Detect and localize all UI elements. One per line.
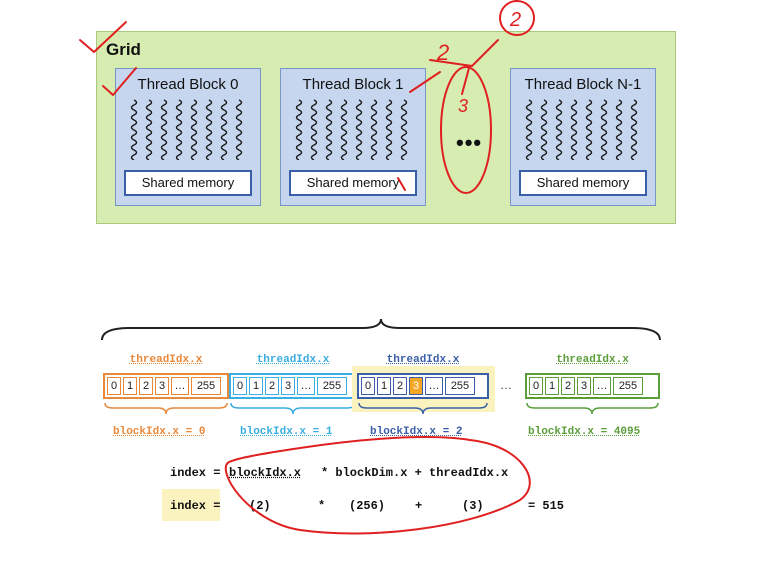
thread-line: [340, 99, 348, 160]
formula-index-label: index =: [170, 466, 221, 480]
thread-line: [540, 99, 548, 160]
op-multiply: *: [318, 499, 326, 513]
thread-cell: 255: [613, 377, 643, 395]
handwritten-circled-2: 2: [509, 9, 521, 31]
thread-line: [615, 99, 623, 160]
shared-memory-0: Shared memory: [124, 170, 252, 196]
thread-line: [235, 99, 243, 160]
value-block-idx: (2): [249, 499, 271, 513]
thread-cell: 255: [191, 377, 221, 395]
more-blocks-ellipsis: •••: [456, 130, 483, 155]
grid-title: Grid: [106, 40, 141, 59]
thread-line: [600, 99, 608, 160]
thread-cell: 2: [393, 377, 407, 395]
thread-cell: 0: [107, 377, 121, 395]
thread-cell: 255: [317, 377, 347, 395]
thread-line: [570, 99, 578, 160]
thread-cell: …: [593, 377, 611, 395]
thread-cell: 3: [409, 377, 423, 395]
thread-line: [145, 99, 153, 160]
thread-line: [310, 99, 318, 160]
thread-line: [130, 99, 138, 160]
thread-line: [385, 99, 393, 160]
thread-block-n-1-label: Thread Block N-1: [524, 76, 642, 93]
thread-cell: 3: [577, 377, 591, 395]
thread-cell: 3: [155, 377, 169, 395]
thread-cell: 1: [123, 377, 137, 395]
thread-block-0-label: Thread Block 0: [137, 76, 239, 93]
thread-cell: 2: [265, 377, 279, 395]
block-brace-2: [358, 402, 488, 415]
formula-rest: * blockDim.x + threadIdx.x: [321, 466, 509, 480]
formula-block-idx: blockIdx.x: [229, 466, 302, 480]
thread-cell: 1: [249, 377, 263, 395]
thread-cell: 2: [561, 377, 575, 395]
thread-cell: 0: [233, 377, 247, 395]
thread-cell: 255: [445, 377, 475, 395]
circled-two: [499, 0, 535, 36]
shared-memory-1: Shared memory: [289, 170, 417, 196]
thread-line: [355, 99, 363, 160]
thread-cell: …: [171, 377, 189, 395]
block-idx-label-3: blockIdx.x = 4095: [528, 426, 641, 438]
thread-waves-0: [130, 99, 243, 160]
block-brace-1: [230, 402, 356, 415]
thread-waves-1: [295, 99, 408, 160]
thread-cell: 2: [139, 377, 153, 395]
thread-cell: 0: [361, 377, 375, 395]
thread-line: [205, 99, 213, 160]
block-brace-0: [104, 402, 228, 415]
thread-cell: 0: [529, 377, 543, 395]
index-highlight: [162, 489, 220, 521]
thread-block-1-label: Thread Block 1: [302, 76, 404, 93]
more-segments-ellipsis: …: [500, 378, 512, 392]
result-index-label: index =: [170, 499, 221, 513]
thread-line: [630, 99, 638, 160]
block-idx-label-1: blockIdx.x = 1: [240, 426, 333, 438]
thread-waves-n-1: [525, 99, 638, 160]
thread-cell: 1: [377, 377, 391, 395]
thread-line: [325, 99, 333, 160]
thread-line: [160, 99, 168, 160]
block-idx-label-2: blockIdx.x = 2: [370, 426, 463, 438]
formula-loop: [224, 436, 531, 535]
shared-memory-n-1: Shared memory: [519, 170, 647, 196]
thread-idx-label-0: threadIdx.x: [129, 354, 203, 366]
thread-line: [295, 99, 303, 160]
thread-cell: …: [297, 377, 315, 395]
thread-cell: 3: [281, 377, 295, 395]
thread-line: [525, 99, 533, 160]
thread-line: [190, 99, 198, 160]
thread-idx-label-1: threadIdx.x: [256, 354, 330, 366]
op-plus: +: [415, 499, 423, 513]
thread-line: [585, 99, 593, 160]
thread-idx-label-2: threadIdx.x: [386, 354, 460, 366]
thread-cell: 1: [545, 377, 559, 395]
thread-line: [175, 99, 183, 160]
thread-line: [400, 99, 408, 160]
grid-span-brace: [101, 318, 661, 341]
value-thread-idx: (3): [462, 499, 484, 513]
value-block-dim: (256): [349, 499, 386, 513]
block-brace-3: [526, 402, 659, 415]
result-value: = 515: [528, 499, 565, 513]
thread-idx-label-3: threadIdx.x: [556, 354, 629, 366]
thread-line: [555, 99, 563, 160]
thread-line: [370, 99, 378, 160]
thread-line: [220, 99, 228, 160]
block-idx-label-0: blockIdx.x = 0: [113, 426, 206, 438]
thread-cell: …: [425, 377, 443, 395]
